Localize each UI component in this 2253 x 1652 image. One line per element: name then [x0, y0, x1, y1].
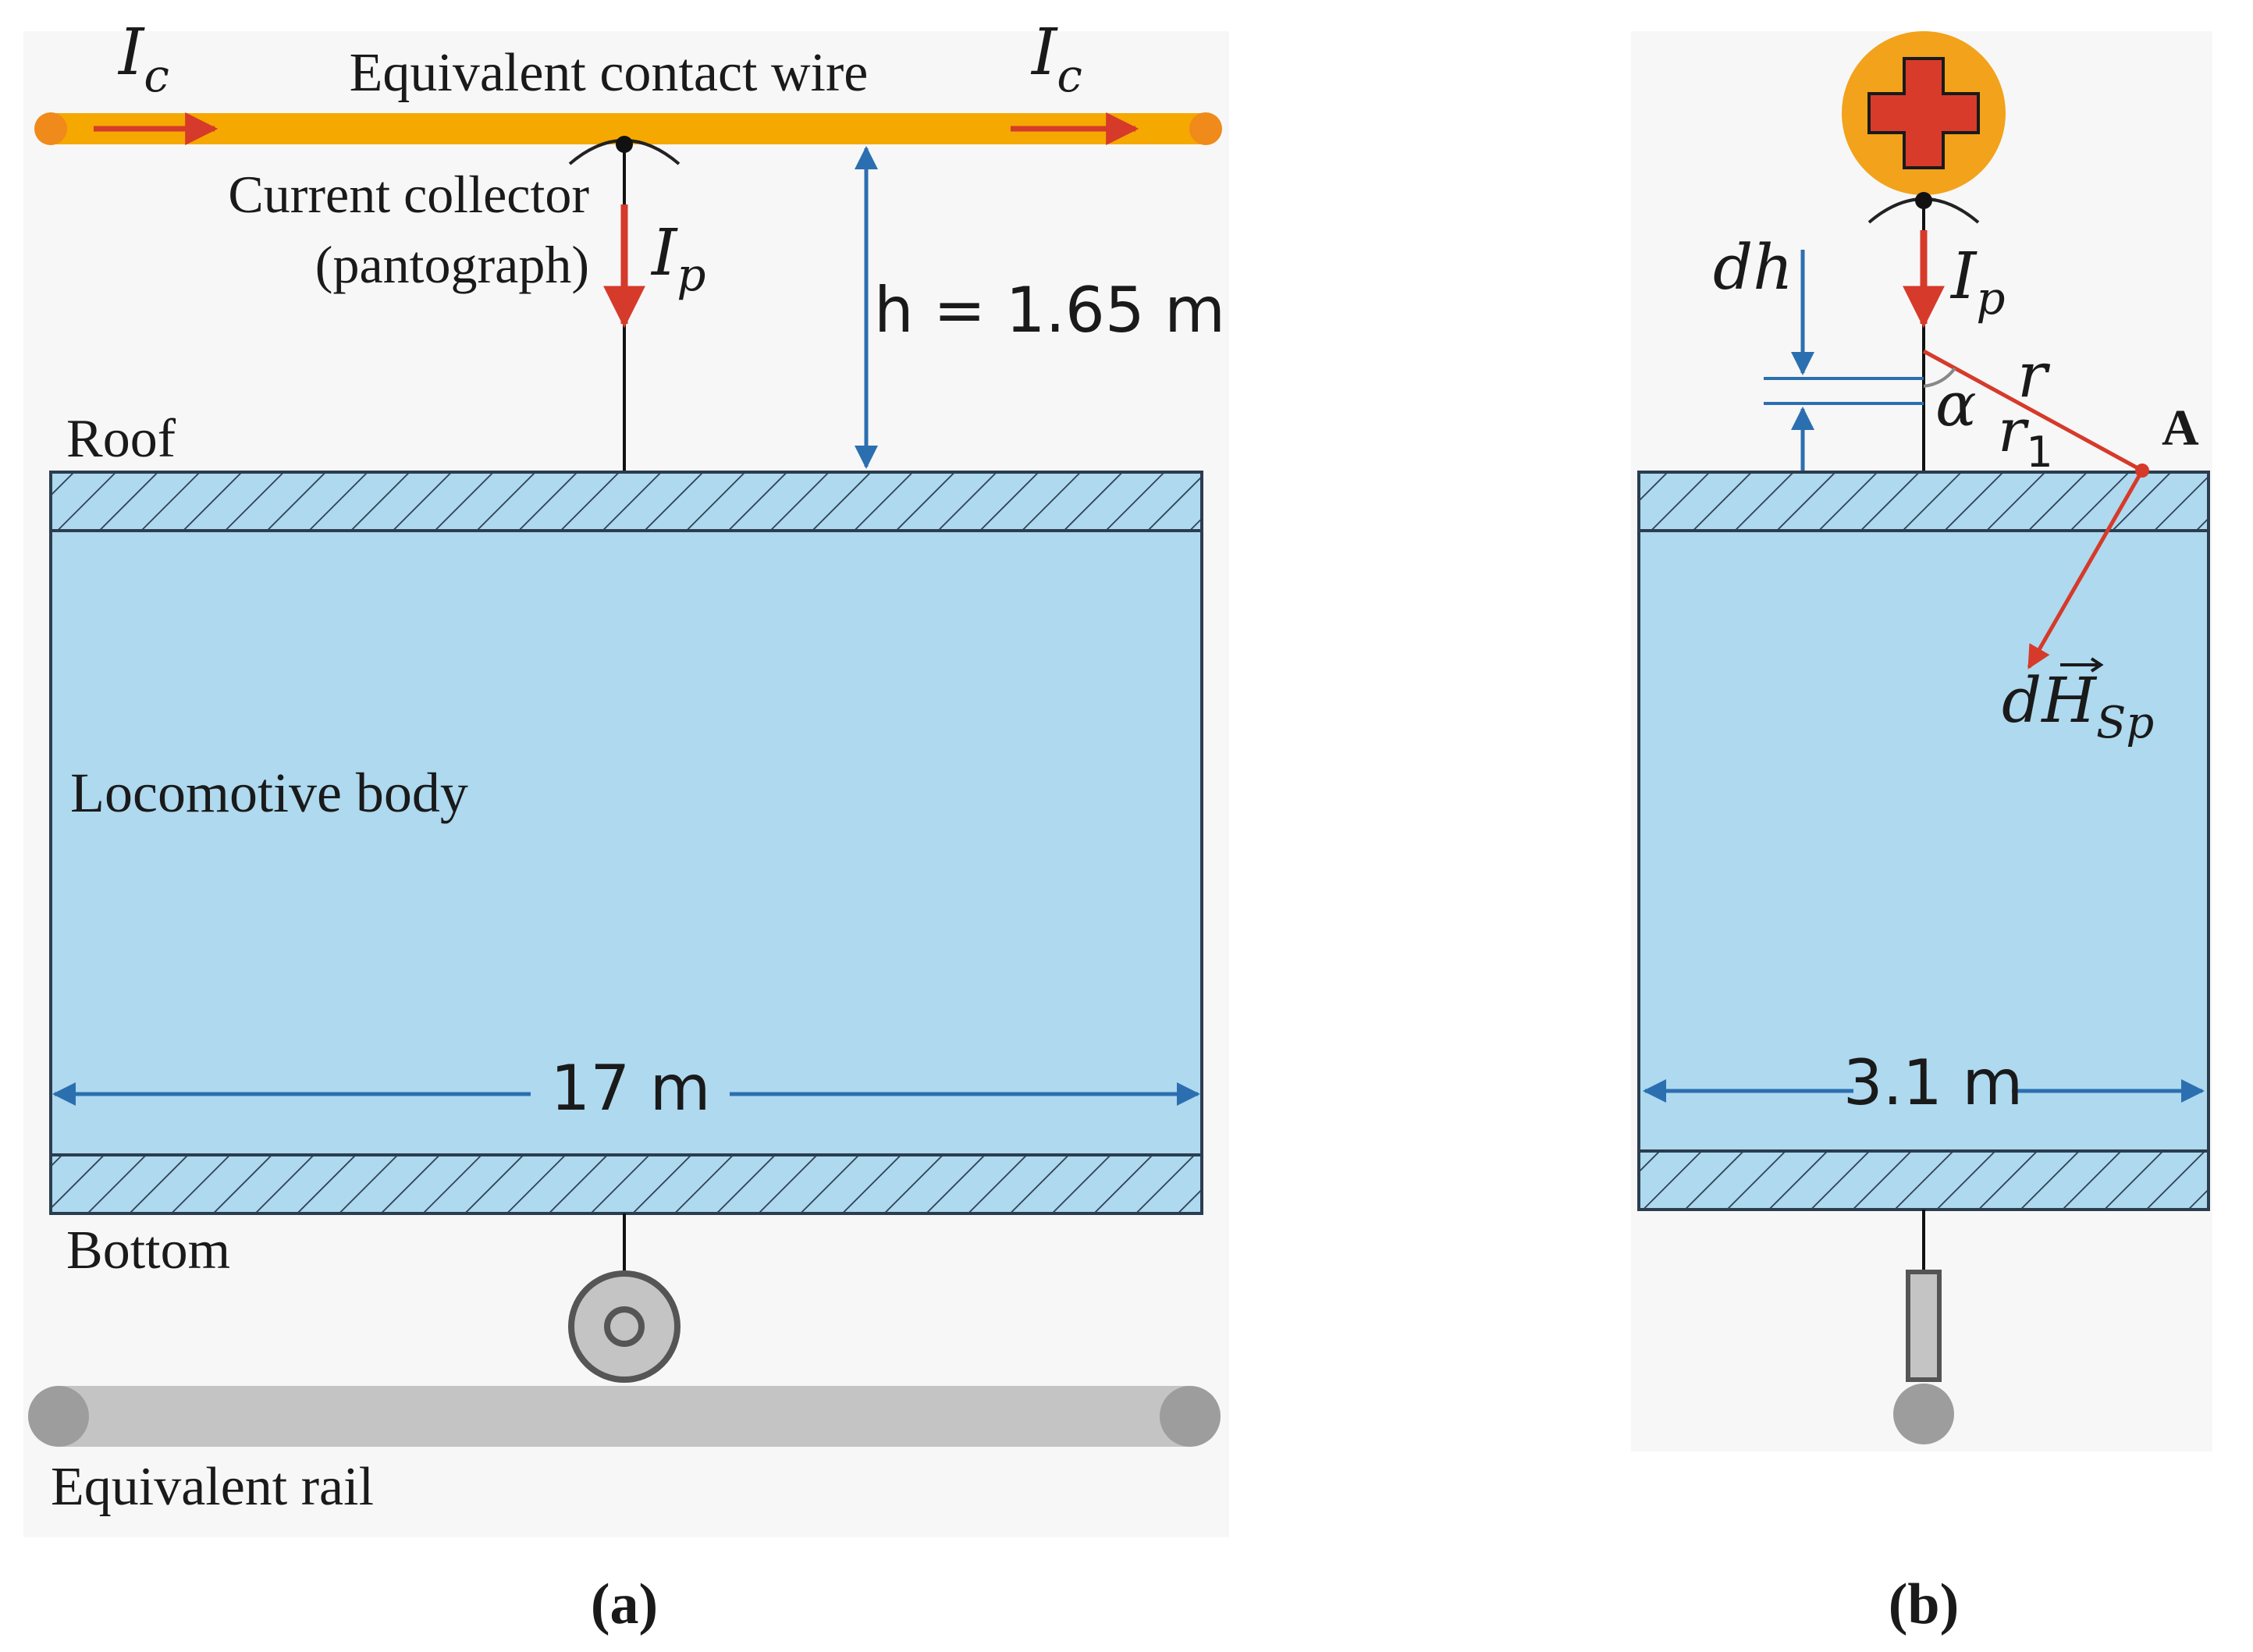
contact-wire-right-end: [1189, 112, 1222, 145]
plus-icon: [1867, 57, 1980, 169]
roof-label: Roof: [66, 409, 176, 469]
field-vector-arrow: [2027, 469, 2145, 670]
wheel-hub: [604, 1306, 645, 1347]
svg-text:dHSp: dHSp: [2002, 664, 2154, 748]
body-label: Locomotive body: [70, 762, 468, 824]
ip-label-a: Ip: [650, 216, 706, 301]
r-line: [1922, 349, 2144, 473]
vector-accent-head: [2090, 657, 2104, 673]
field-label: dHSp: [2002, 657, 2154, 748]
contact-wire-left-end: [34, 112, 67, 145]
rail-left-end: [28, 1386, 89, 1447]
dh-label: dh: [1713, 231, 1793, 304]
panel-b: Ip dh α r r1 A dHSp 3.1 m: [1631, 31, 2212, 1636]
caption-b: (b): [1889, 1572, 1959, 1636]
collector-label-line1: Current collector: [228, 165, 589, 224]
rail-right-end: [1160, 1386, 1221, 1447]
ic-left-label: Ic: [117, 16, 169, 102]
length-label: 17 m: [550, 1052, 710, 1124]
contact-wire-label: Equivalent contact wire: [350, 43, 869, 103]
point-a-label: A: [2162, 400, 2199, 457]
collector-label-line2: (pantograph): [315, 235, 589, 294]
wheel-side-view: [1906, 1270, 1942, 1382]
r1-label: r1: [1998, 396, 2053, 477]
alpha-angle-arc: [1923, 367, 1956, 388]
ic-right-label: Ic: [1030, 16, 1082, 102]
locomotive-body-b: [1637, 529, 2210, 1153]
caption-a: (a): [591, 1572, 658, 1636]
ip-label-b: Ip: [1949, 240, 2006, 325]
rail-section: [1893, 1384, 1954, 1444]
locomotive-body: [49, 529, 1203, 1156]
alpha-label: α: [1935, 370, 1977, 440]
roof-hatched: [49, 471, 1203, 532]
r-label: r: [2017, 339, 2051, 411]
width-label: 3.1 m: [1843, 1046, 2024, 1119]
bottom-hatched-b: [1637, 1149, 2210, 1211]
bottom-hatched: [49, 1153, 1203, 1215]
rail-label: Equivalent rail: [51, 1457, 374, 1517]
panel-a: Ic Ic Equivalent contact wire Current co…: [23, 16, 1229, 1636]
bottom-label: Bottom: [66, 1220, 230, 1281]
height-label: h = 1.65 m: [874, 274, 1225, 346]
